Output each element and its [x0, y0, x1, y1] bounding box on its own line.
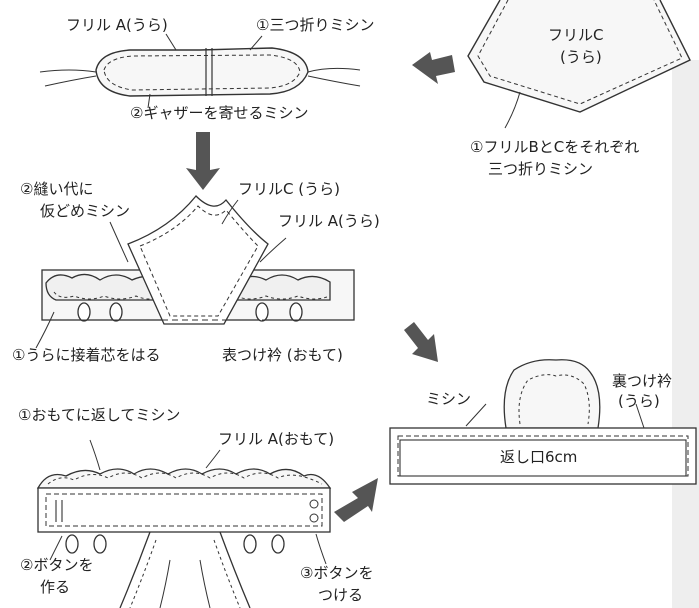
label-frill-c-back-1: フリルC — [548, 26, 604, 44]
frill-c-top — [467, 0, 691, 129]
inner-collar — [389, 359, 697, 485]
label-step1-three-fold: ①三つ折りミシン — [256, 16, 375, 34]
label-sewing: ミシン — [426, 390, 472, 408]
label-step2-gather: ②ギャザーを寄せるミシン — [130, 104, 309, 122]
label-step1-frills-bc-2: 三つ折りミシン — [488, 160, 594, 178]
frill-a-strip — [39, 33, 361, 109]
label-step1-turn-sew: ①おもてに返してミシン — [18, 406, 181, 424]
label-frill-a-back-mid: フリル A(うら) — [278, 212, 380, 230]
label-step2-baste-2: 仮どめミシン — [40, 202, 131, 220]
label-step3-button-2: つける — [318, 586, 364, 604]
label-step2-buttonhole-2: 作る — [40, 578, 71, 596]
label-step1-interfacing: ①うらに接着芯をはる — [12, 346, 161, 364]
label-inner-collar-1: 裏つけ衿 — [612, 372, 673, 390]
label-step2-baste-1: ②縫い代に — [20, 180, 94, 198]
label-frill-a-front: フリル A(おもて) — [218, 430, 335, 448]
finished-collar — [36, 439, 332, 608]
edge-shadow — [672, 60, 699, 608]
label-step2-buttonhole-1: ②ボタンを — [20, 556, 94, 574]
label-step3-button-1: ③ボタンを — [300, 564, 374, 582]
arrow-4 — [334, 478, 378, 522]
arrow-3 — [404, 322, 438, 362]
arrow-1 — [412, 52, 455, 84]
label-frill-c-back-2: (うら) — [560, 48, 602, 66]
label-frill-c-back-mid: フリルC (うら) — [238, 180, 340, 198]
label-frill-a-back: フリル A(うら) — [66, 16, 168, 34]
label-return-opening: 返し口6cm — [500, 448, 578, 466]
label-outer-collar-front: 表つけ衿 (おもて) — [222, 346, 343, 364]
collar-assembly — [35, 195, 355, 349]
arrow-2 — [186, 132, 220, 190]
label-step1-frills-bc-1: ①フリルBとCをそれぞれ — [470, 138, 640, 156]
label-inner-collar-2: (うら) — [618, 392, 660, 410]
